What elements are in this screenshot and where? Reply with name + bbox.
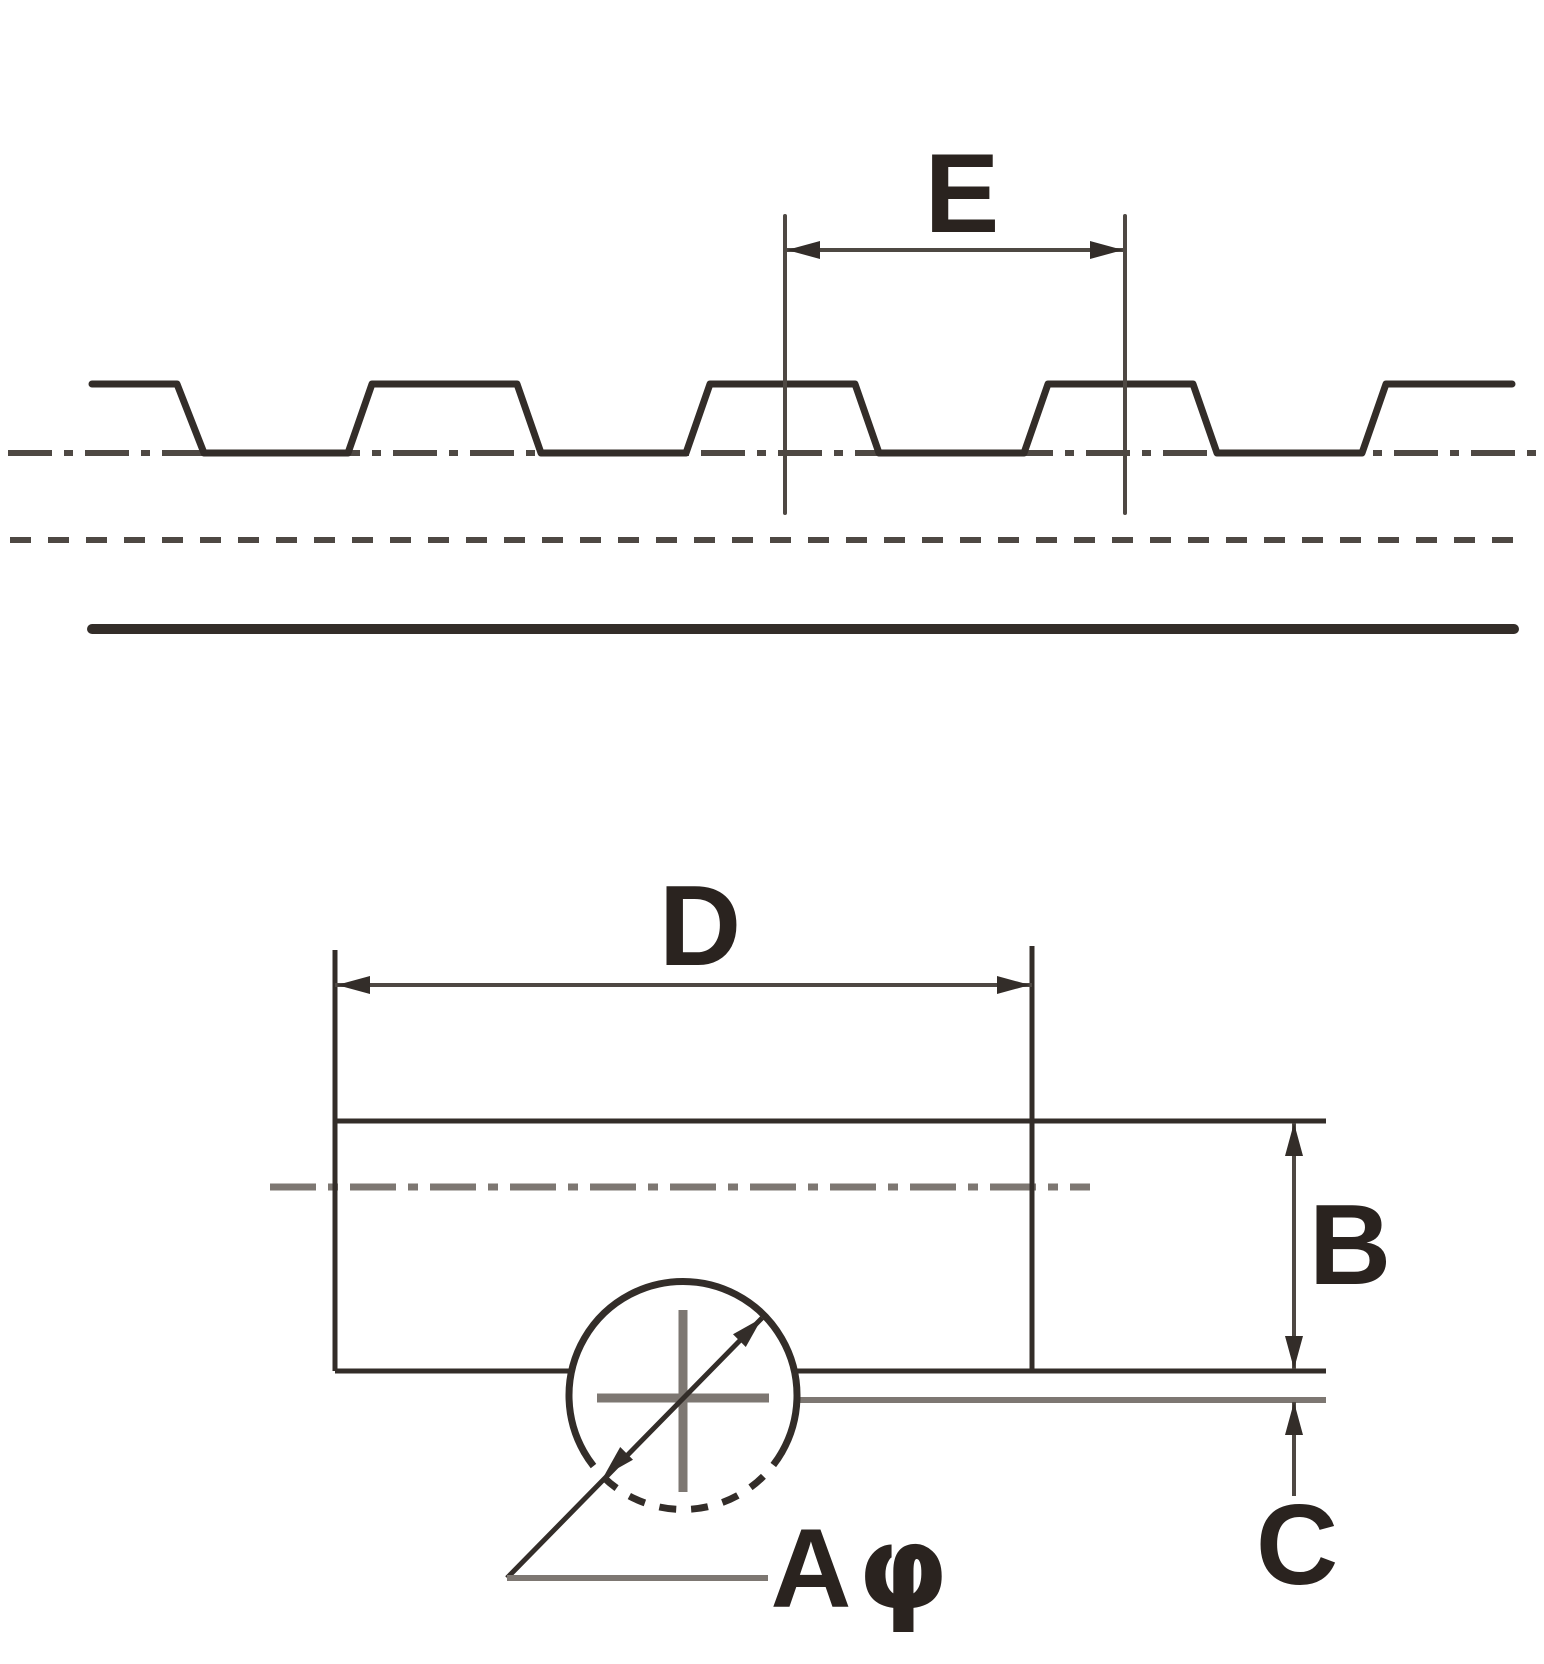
dim-b-arrow-bottom: [1285, 1336, 1303, 1369]
label-body-width: D: [659, 863, 741, 990]
label-body-height: B: [1309, 1182, 1391, 1309]
bore-diameter-leader-diagonal: [505, 1316, 764, 1580]
dim-e-arrow-right: [1090, 241, 1123, 259]
dim-c-arrow-up: [1285, 1402, 1303, 1435]
bore-arrow-upper-right: [733, 1318, 762, 1347]
label-tooth-pitch: E: [925, 131, 1000, 256]
body-cross-section-view: D B C A φ: [270, 863, 1391, 1636]
label-bore-letter: A: [771, 1506, 852, 1631]
label-bore-phi: φ: [858, 1501, 949, 1636]
belt-tooth-profile-view: E: [8, 131, 1540, 634]
dim-d-arrow-left: [337, 976, 370, 994]
tooth-profile-path: [88, 380, 1516, 457]
bore-circle-solid-arc: [565, 1277, 801, 1456]
bore-arrow-lower-left: [604, 1447, 633, 1476]
dim-b-arrow-top: [1285, 1123, 1303, 1156]
dim-e-arrow-left: [787, 241, 820, 259]
dim-d-arrow-right: [997, 976, 1030, 994]
label-backing-thickness: C: [1256, 1482, 1338, 1609]
